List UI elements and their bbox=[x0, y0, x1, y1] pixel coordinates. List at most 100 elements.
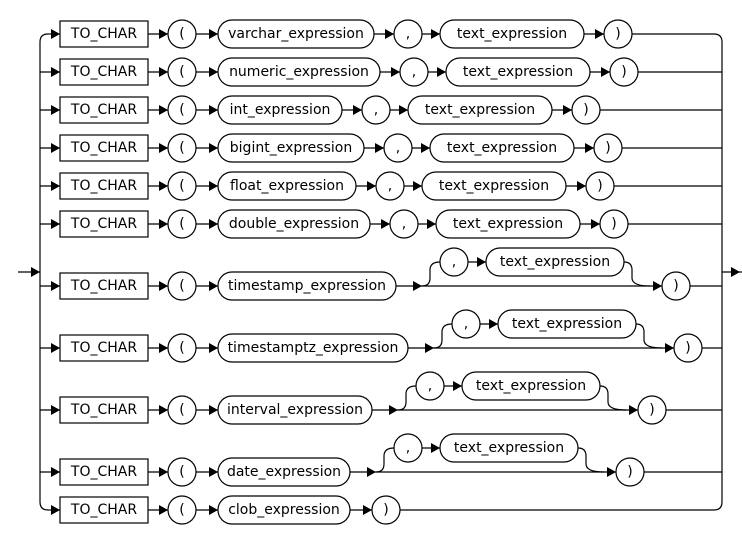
text-expression-nonterminal: text_expression bbox=[435, 209, 581, 239]
argument-nonterminal-label: float_expression bbox=[230, 178, 344, 194]
close-paren-label: ) bbox=[615, 26, 620, 42]
text-expression-nonterminal-label: text_expression bbox=[453, 216, 563, 232]
keyword-to-char: TO_CHAR bbox=[59, 272, 149, 300]
arrow-icon bbox=[477, 257, 486, 267]
arrow-icon bbox=[51, 181, 60, 191]
arrow-icon bbox=[399, 105, 408, 115]
open-paren-label: ( bbox=[179, 402, 184, 418]
optional-branch-in bbox=[375, 447, 395, 473]
arrow-icon bbox=[601, 67, 610, 77]
arrow-icon bbox=[367, 467, 376, 477]
open-paren: ( bbox=[167, 209, 197, 239]
keyword-label: TO_CHAR bbox=[70, 464, 137, 480]
text-expression-nonterminal-label: text_expression bbox=[500, 254, 610, 270]
arrow-icon bbox=[577, 181, 586, 191]
argument-nonterminal-label: varchar_expression bbox=[228, 26, 364, 42]
argument-nonterminal-label: numeric_expression bbox=[229, 64, 369, 80]
arrow-icon bbox=[421, 143, 430, 153]
arrow-icon bbox=[159, 467, 168, 477]
argument-nonterminal-label: clob_expression bbox=[228, 502, 340, 518]
keyword-to-char: TO_CHAR bbox=[59, 496, 149, 524]
open-paren-label: ( bbox=[179, 340, 184, 356]
comma: , bbox=[393, 19, 423, 49]
arrow-icon bbox=[51, 405, 60, 415]
arrow-icon bbox=[51, 467, 60, 477]
argument-nonterminal: bigint_expression bbox=[217, 133, 365, 163]
comma: , bbox=[389, 209, 419, 239]
arrow-icon bbox=[31, 267, 40, 277]
open-paren: ( bbox=[167, 171, 197, 201]
arrow-icon bbox=[209, 29, 218, 39]
optional-branch-out bbox=[635, 323, 663, 349]
arrow-icon bbox=[427, 219, 436, 229]
arrow-icon bbox=[51, 219, 60, 229]
arrow-icon bbox=[381, 219, 390, 229]
keyword-label: TO_CHAR bbox=[70, 278, 137, 294]
open-paren: ( bbox=[167, 271, 197, 301]
open-paren: ( bbox=[167, 95, 197, 125]
open-paren-label: ( bbox=[179, 102, 184, 118]
arrow-icon bbox=[453, 381, 462, 391]
keyword-label: TO_CHAR bbox=[70, 26, 137, 42]
optional-branch-in bbox=[433, 323, 453, 349]
comma-label: , bbox=[402, 216, 406, 232]
comma: , bbox=[439, 247, 469, 277]
comma-label: , bbox=[406, 26, 410, 42]
arrow-icon bbox=[51, 343, 60, 353]
arrow-icon bbox=[51, 281, 60, 291]
text-expression-nonterminal: text_expression bbox=[461, 371, 601, 401]
text-expression-nonterminal-label: text_expression bbox=[457, 26, 567, 42]
arrow-icon bbox=[607, 467, 616, 477]
arrow-icon bbox=[159, 105, 168, 115]
close-paren-label: ) bbox=[583, 102, 588, 118]
arrow-icon bbox=[159, 143, 168, 153]
open-paren-label: ( bbox=[179, 64, 184, 80]
close-paren: ) bbox=[599, 209, 629, 239]
keyword-label: TO_CHAR bbox=[70, 64, 137, 80]
comma: , bbox=[393, 433, 423, 463]
comma-label: , bbox=[464, 316, 468, 332]
arrow-icon bbox=[489, 319, 498, 329]
optional-branch-in bbox=[397, 385, 417, 411]
open-paren-label: ( bbox=[179, 178, 184, 194]
close-paren: ) bbox=[673, 333, 703, 363]
open-paren: ( bbox=[167, 395, 197, 425]
argument-nonterminal-label: bigint_expression bbox=[230, 140, 352, 156]
open-paren-label: ( bbox=[179, 140, 184, 156]
comma: , bbox=[375, 171, 405, 201]
close-paren: ) bbox=[371, 495, 401, 525]
text-expression-nonterminal: text_expression bbox=[497, 309, 637, 339]
argument-nonterminal: date_expression bbox=[217, 457, 351, 487]
arrow-icon bbox=[731, 267, 740, 277]
open-paren-label: ( bbox=[179, 278, 184, 294]
right-rail bbox=[713, 33, 723, 511]
close-paren-label: ) bbox=[605, 140, 610, 156]
text-expression-nonterminal-label: text_expression bbox=[447, 140, 557, 156]
comma: , bbox=[383, 133, 413, 163]
optional-branch-out bbox=[599, 385, 627, 411]
arrow-icon bbox=[375, 143, 384, 153]
arrow-icon bbox=[431, 443, 440, 453]
comma: , bbox=[399, 57, 429, 87]
arrow-icon bbox=[367, 181, 376, 191]
argument-nonterminal-label: double_expression bbox=[229, 216, 359, 232]
keyword-to-char: TO_CHAR bbox=[59, 20, 149, 48]
arrow-icon bbox=[209, 219, 218, 229]
close-paren: ) bbox=[609, 57, 639, 87]
argument-nonterminal: double_expression bbox=[217, 209, 371, 239]
close-paren-label: ) bbox=[611, 216, 616, 232]
keyword-box bbox=[59, 96, 149, 124]
text-expression-nonterminal: text_expression bbox=[439, 433, 579, 463]
argument-nonterminal-label: timestamptz_expression bbox=[228, 340, 399, 356]
left-rail-top bbox=[39, 33, 49, 272]
comma: , bbox=[361, 95, 391, 125]
keyword-to-char: TO_CHAR bbox=[59, 172, 149, 200]
text-expression-nonterminal-label: text_expression bbox=[476, 378, 586, 394]
text-expression-nonterminal: text_expression bbox=[445, 57, 591, 87]
keyword-to-char: TO_CHAR bbox=[59, 96, 149, 124]
open-paren-label: ( bbox=[179, 216, 184, 232]
arrow-icon bbox=[209, 67, 218, 77]
keyword-box bbox=[59, 58, 149, 86]
argument-nonterminal-label: interval_expression bbox=[227, 402, 363, 418]
